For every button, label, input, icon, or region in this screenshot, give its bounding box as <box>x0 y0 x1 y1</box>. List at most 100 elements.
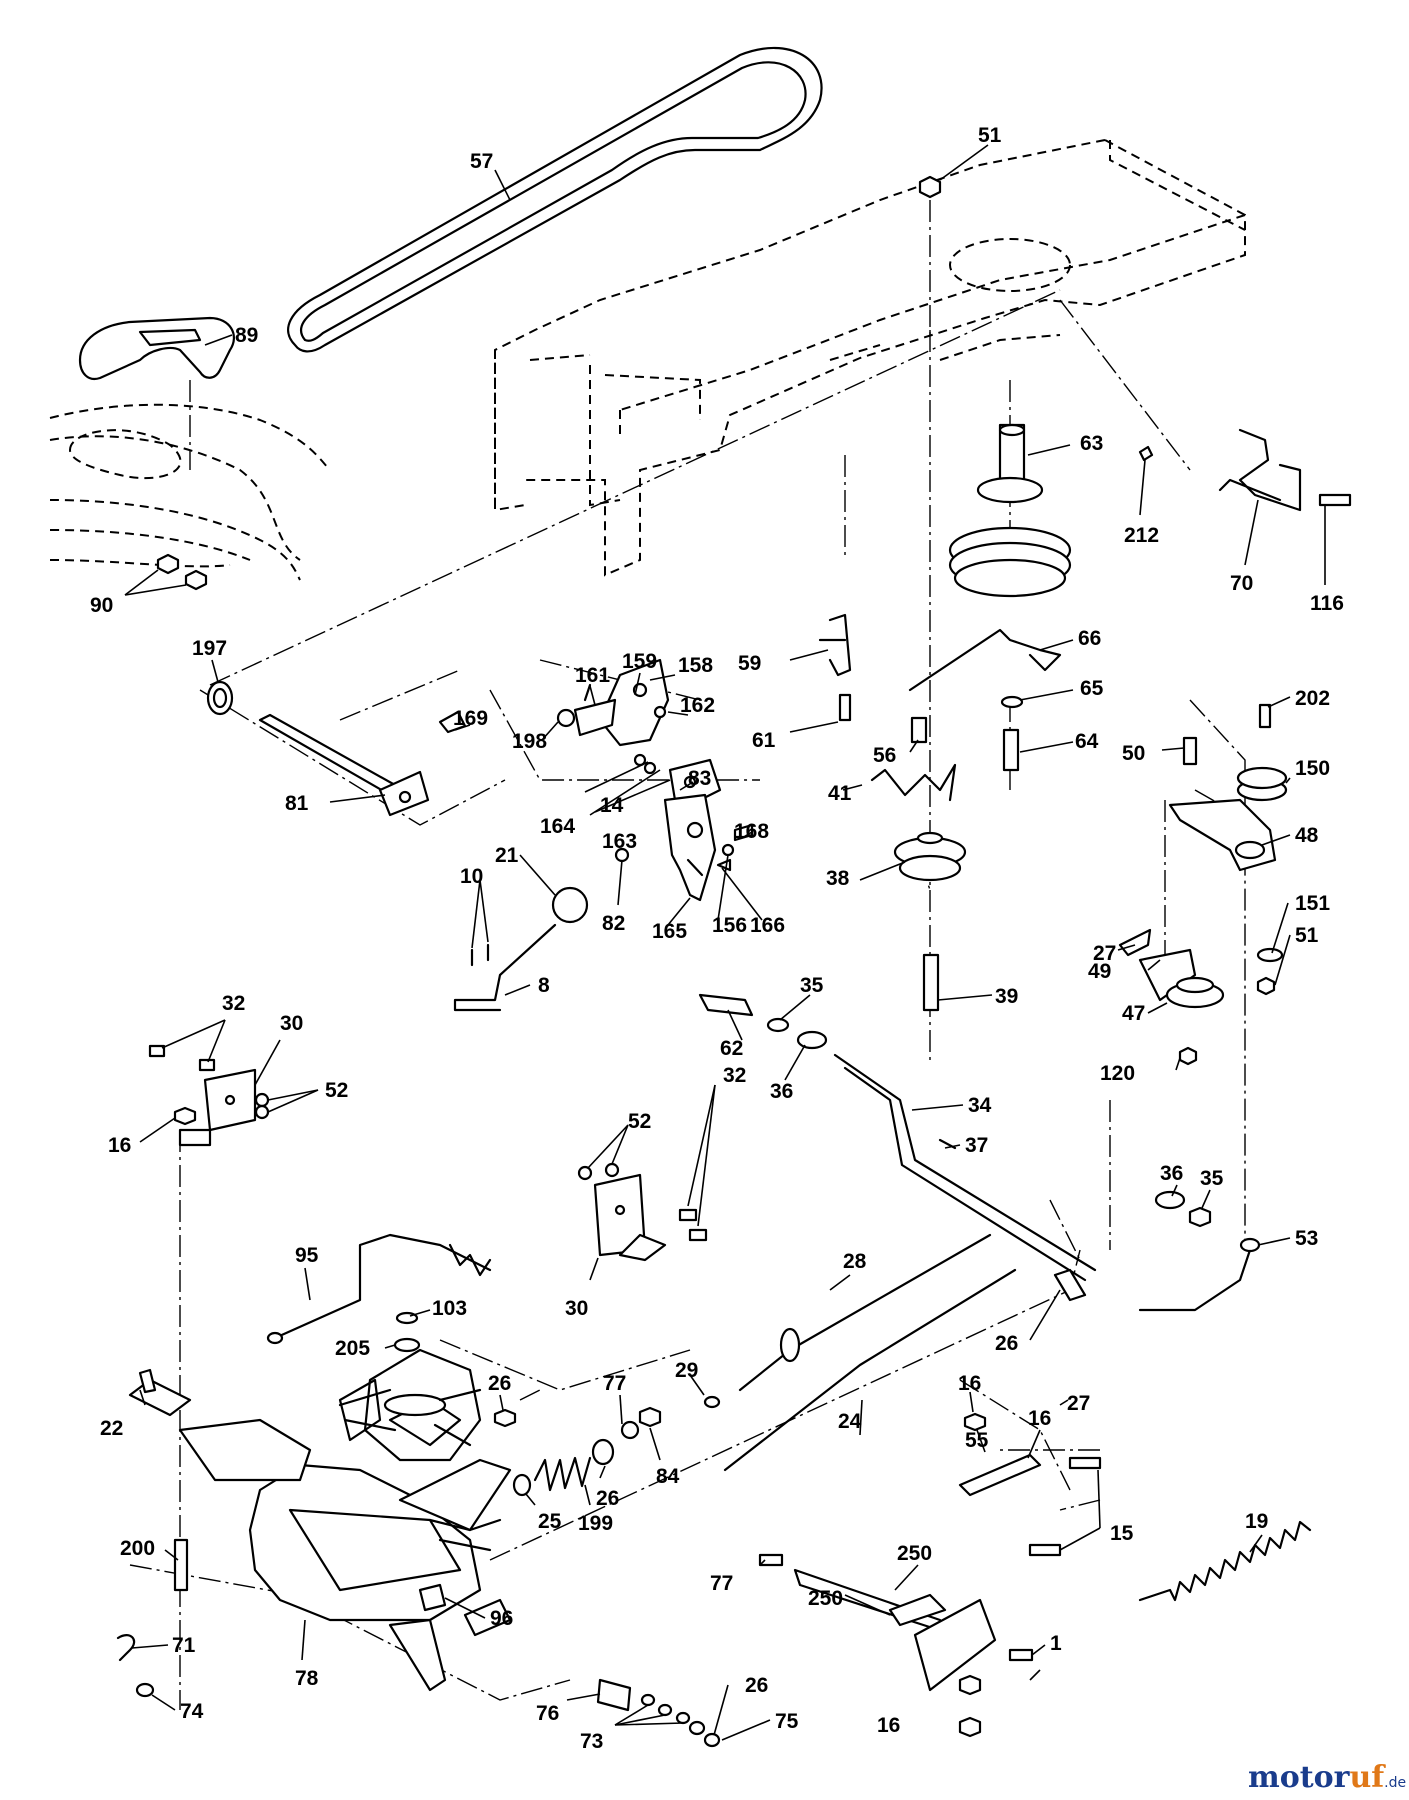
watermark-logo: motoruf.de <box>1248 1760 1406 1795</box>
spring-cluster <box>493 1406 662 1497</box>
part-label: 38 <box>826 867 850 890</box>
part-label: 25 <box>538 1510 562 1533</box>
part-label: 205 <box>335 1337 370 1360</box>
part-label: 27 <box>1093 942 1116 965</box>
part-label: 73 <box>580 1730 603 1753</box>
part-label: 168 <box>734 820 769 843</box>
part-label: 199 <box>578 1512 613 1535</box>
part-label: 39 <box>995 985 1018 1008</box>
part-label: 22 <box>100 1417 123 1440</box>
part-label: 36 <box>770 1080 793 1103</box>
right-bracket <box>1138 428 1352 512</box>
part-label: 16 <box>877 1714 900 1737</box>
part-label: 49 <box>1088 960 1111 983</box>
shift-lever <box>453 886 589 1012</box>
part-label: 26 <box>745 1674 768 1697</box>
part-label: 89 <box>235 324 258 347</box>
rod-washer-bolt <box>908 628 1062 772</box>
part-label: 16 <box>108 1134 131 1157</box>
part-label: 166 <box>750 914 785 937</box>
watermark-suffix: .de <box>1384 1775 1406 1791</box>
transmission <box>128 1348 512 1692</box>
part-label: 74 <box>180 1700 204 1723</box>
part-label: 164 <box>540 815 575 838</box>
part-label: 66 <box>1078 627 1101 650</box>
part-label: 16 <box>1028 1407 1051 1430</box>
part-label: 53 <box>1295 1227 1318 1250</box>
clip-and-bolt <box>818 613 852 722</box>
part-label: 35 <box>800 974 824 997</box>
part-label: 27 <box>1067 1392 1090 1415</box>
part-label: 34 <box>968 1094 992 1117</box>
part-label: 150 <box>1295 757 1330 780</box>
part-label: 163 <box>602 830 637 853</box>
part-label: 165 <box>652 920 687 943</box>
right-rear-linkage <box>1138 1190 1261 1312</box>
part-label: 156 <box>712 914 747 937</box>
part-label: 29 <box>675 1359 698 1382</box>
part-label: 26 <box>596 1487 619 1510</box>
part-label: 159 <box>622 650 657 673</box>
brake-cam-plate <box>614 793 754 902</box>
part-label: 250 <box>808 1587 843 1610</box>
drive-belt <box>287 46 823 353</box>
part-label: 47 <box>1122 1002 1145 1025</box>
part-label: 169 <box>453 707 488 730</box>
part-label: 90 <box>90 594 113 617</box>
part-label: 200 <box>120 1537 155 1560</box>
part-label: 52 <box>325 1079 348 1102</box>
part-label: 70 <box>1230 572 1253 595</box>
pedal-pad <box>78 316 236 470</box>
part-label: 26 <box>995 1332 1018 1355</box>
pivot-link <box>958 1412 1102 1557</box>
part-label: 55 <box>965 1429 989 1452</box>
part-label: 19 <box>1245 1510 1268 1533</box>
part-label: 151 <box>1295 892 1330 915</box>
part-label: 61 <box>752 729 776 752</box>
part-label: 52 <box>628 1110 651 1133</box>
part-label: 96 <box>490 1607 513 1630</box>
part-label: 84 <box>656 1465 680 1488</box>
part-label: 57 <box>470 150 493 173</box>
shaft-assembly <box>206 680 430 817</box>
part-label: 62 <box>720 1037 743 1060</box>
center-bracket <box>577 1162 708 1262</box>
part-label: 83 <box>688 767 711 790</box>
watermark-brand-1: motor <box>1248 1760 1351 1795</box>
part-label: 14 <box>600 794 624 817</box>
part-label: 76 <box>536 1702 559 1725</box>
part-label: 116 <box>1310 592 1344 615</box>
part-label: 59 <box>738 652 761 675</box>
part-label: 37 <box>965 1134 988 1157</box>
part-label: 51 <box>1295 924 1319 947</box>
part-label: 30 <box>565 1297 588 1320</box>
part-label: 41 <box>828 782 852 805</box>
part-label: 48 <box>1295 824 1319 847</box>
part-label: 120 <box>1100 1062 1135 1085</box>
part-label: 63 <box>1080 432 1103 455</box>
part-label: 30 <box>280 1012 303 1035</box>
center-pulley <box>870 716 967 1012</box>
part-label: 56 <box>873 744 896 767</box>
control-rods <box>703 1233 1087 1472</box>
part-label: 65 <box>1080 677 1104 700</box>
part-label: 10 <box>460 865 483 888</box>
part-label: 64 <box>1075 730 1099 753</box>
part-label: 198 <box>512 730 547 753</box>
part-label: 77 <box>710 1572 733 1595</box>
part-label: 78 <box>295 1667 319 1690</box>
part-labels: 57 51 89 63 212 70 116 90 66 197 59 65 1… <box>90 124 1344 1753</box>
part-label: 161 <box>575 664 610 687</box>
part-label: 250 <box>897 1542 932 1565</box>
fender-outline <box>49 403 331 581</box>
part-label: 197 <box>192 637 227 660</box>
part-label: 158 <box>678 654 713 677</box>
part-label: 24 <box>838 1410 862 1433</box>
part-label: 71 <box>172 1634 196 1657</box>
part-label: 75 <box>775 1710 799 1733</box>
brake-bracket-assembly <box>438 658 722 802</box>
part-label: 162 <box>680 694 715 717</box>
idler-pulley <box>948 423 1072 598</box>
part-label: 50 <box>1122 742 1145 765</box>
